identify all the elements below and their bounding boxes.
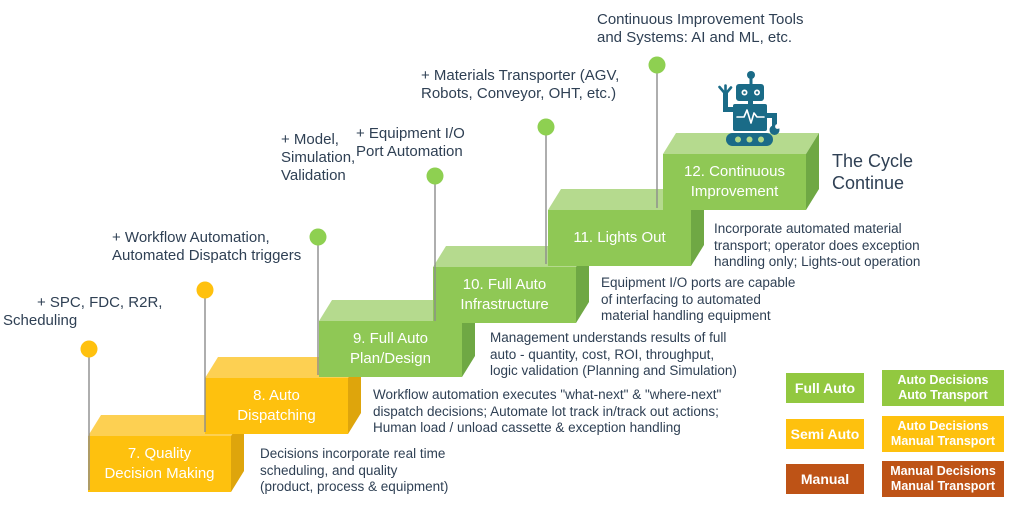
cycle-continue-note: The Cycle Continue: [832, 151, 914, 193]
legend-level-badge: Manual: [786, 464, 864, 494]
step-12-block: [663, 133, 819, 210]
legend-level-badge: Full Auto: [786, 373, 864, 403]
step-8-block: [205, 357, 361, 434]
milestone-markers: [80, 56, 666, 358]
legend-detail-badge: Manual Decisions Manual Transport: [882, 461, 1004, 497]
callout-step-8: + Workflow Automation, Automated Dispatc…: [112, 229, 302, 264]
robot-icon: [718, 71, 780, 146]
description-step-11: Incorporate automated material transport…: [714, 221, 921, 269]
step-7-label: 7. Quality Decision Making: [104, 445, 215, 482]
legend-row-manual: Manual Manual Decisions Manual Transport: [786, 461, 1004, 497]
description-step-7: Decisions incorporate real time scheduli…: [260, 446, 449, 494]
step-12-label: 12. Continuous Improvement: [684, 163, 785, 200]
step-11-label: 11. Lights Out: [573, 229, 666, 246]
callout-step-9: + Model, Simulation, Validation: [281, 131, 356, 184]
milestone-marker-icon: [196, 281, 214, 299]
step-10-block: [433, 246, 589, 323]
step-9-label: 9. Full Auto Plan/Design: [350, 330, 431, 367]
callout-step-11: + Materials Transporter (AGV, Robots, Co…: [421, 67, 620, 102]
milestone-marker-icon: [309, 228, 327, 246]
callout-step-7: + SPC, FDC, R2R, Scheduling: [3, 294, 163, 329]
legend-detail-badge: Auto Decisions Auto Transport: [882, 370, 1004, 406]
step-10-label: 10. Full Auto Infrastructure: [460, 276, 549, 313]
milestone-marker-icon: [80, 340, 98, 358]
milestone-marker-icon: [537, 118, 555, 136]
milestone-marker-icon: [648, 56, 666, 74]
step-8-label: 8. Auto Dispatching: [237, 387, 316, 424]
description-step-9: Management understands results of full a…: [490, 330, 737, 378]
description-step-10: Equipment I/O ports are capable of inter…: [601, 275, 796, 323]
legend-row-semi-auto: Semi Auto Auto Decisions Manual Transpor…: [786, 416, 1004, 452]
milestone-sticks: [88, 65, 658, 490]
milestone-marker-icon: [426, 167, 444, 185]
legend-detail-badge: Auto Decisions Manual Transport: [882, 416, 1004, 452]
callout-step-10: + Equipment I/O Port Automation: [356, 125, 465, 160]
callout-step-12: Continuous Improvement Tools and Systems…: [597, 11, 804, 46]
description-step-8: Workflow automation executes "what-next"…: [373, 387, 722, 435]
legend-row-full-auto: Full Auto Auto Decisions Auto Transport: [786, 370, 1004, 406]
legend-level-badge: Semi Auto: [786, 419, 864, 449]
